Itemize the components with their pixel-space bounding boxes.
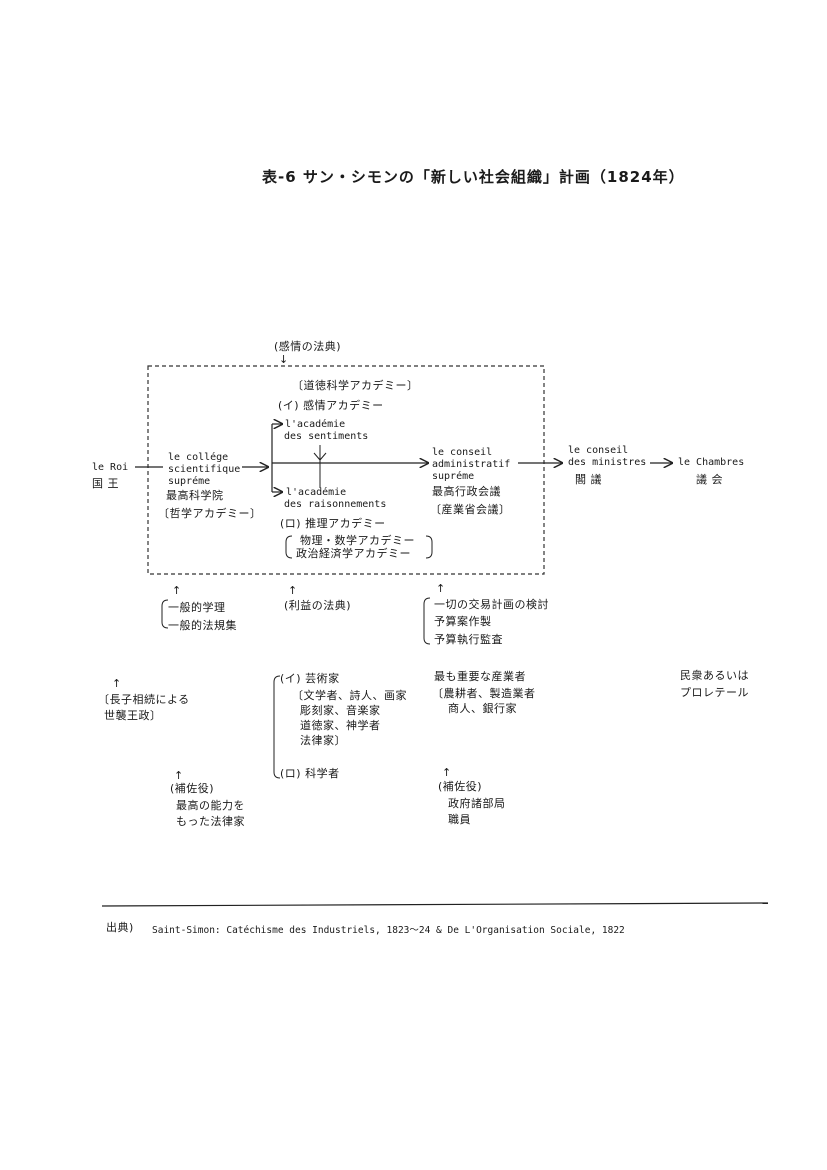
admin-duty-1: 一切の交易計画の検討: [434, 598, 549, 611]
admin-duties-bracket: [423, 597, 431, 645]
interest-code-arrow: ↑: [288, 584, 298, 597]
college-duty-2: 一般的法規集: [168, 619, 237, 632]
industrialists-members-2: 商人、銀行家: [448, 702, 517, 715]
admin-assistant-desc-1: 政府諸部局: [448, 797, 506, 810]
king-assistant-arrow: ↑: [174, 769, 184, 782]
artists-label: (イ) 芸術家: [280, 672, 340, 685]
king-assistant-desc-2: もった法律家: [176, 815, 245, 828]
king-jp: 国 王: [92, 477, 119, 490]
sentiment-code-label: (感情の法典): [274, 340, 342, 353]
king-fr: le Roi: [92, 462, 129, 473]
college-fr-1: le collége: [168, 452, 229, 463]
king-assistant-label: (補佐役): [170, 782, 215, 795]
college-jp: 最高科学院: [166, 489, 224, 502]
artists-members-3: 道徳家、神学者: [300, 719, 381, 732]
admin-council-fr-3: supréme: [432, 471, 475, 482]
sentiment-academy-jp: (イ) 感情アカデミー: [278, 399, 384, 412]
reason-sub-bracket-left: [285, 535, 293, 559]
parliament-boundary: [147, 365, 545, 575]
junction-fork-right: [319, 452, 327, 461]
reason-sub-bracket-right: [425, 535, 433, 559]
moral-academy-label: 〔道徳科学アカデミー〕: [292, 379, 419, 392]
college-fr-2: scientifique: [168, 464, 241, 475]
ministers-council-fr-2: des ministres: [568, 457, 647, 468]
college-duties-bracket: [161, 599, 169, 629]
college-fr-3: supréme: [168, 476, 211, 487]
king-basis-1: 〔長子相続による: [98, 693, 190, 706]
artists-members-4: 法律家〕: [300, 734, 346, 747]
artists-bracket: [273, 675, 281, 779]
admin-assistant-arrow: ↑: [442, 766, 452, 779]
reason-academy-fr-1: l'académie: [286, 487, 347, 498]
king-basis-2: 世襲王政〕: [104, 709, 162, 722]
populace-line-1: 民衆あるいは: [680, 669, 749, 682]
admin-council-fr-1: le conseil: [432, 447, 493, 458]
source-label: 出典): [106, 921, 134, 934]
source-rule: [101, 902, 769, 907]
admin-assistant-label: (補佐役): [438, 780, 483, 793]
political-economy-academy: 政治経済学アカデミー: [296, 547, 411, 560]
admin-council-jp: 最高行政会議: [432, 485, 501, 498]
ministers-council-fr-1: le conseil: [568, 445, 629, 456]
admin-duty-3: 予算執行監査: [434, 633, 503, 646]
king-basis-arrow: ↑: [112, 677, 122, 690]
figure-title: 表-6 サン・シモンの「新しい社会組織」計画（1824年）: [262, 168, 685, 186]
chambers-jp: 議 会: [696, 473, 723, 486]
college-duties-arrow: ↑: [172, 584, 182, 597]
admin-duty-2: 予算案作製: [434, 615, 492, 628]
junction-fork-left: [313, 452, 321, 461]
ministers-council-jp: 閣 議: [575, 473, 602, 486]
chambers-fr: le Chambres: [678, 457, 745, 468]
reason-academy-jp: (ロ) 推理アカデミー: [280, 517, 386, 530]
sentiment-code-arrow: ↓: [279, 353, 289, 366]
admin-duties-arrow: ↑: [436, 582, 446, 595]
populace-line-2: プロレテール: [680, 686, 749, 699]
source-text: Saint-Simon: Catéchisme des Industriels,…: [152, 925, 625, 936]
interest-code-label: (利益の法典): [284, 599, 352, 612]
admin-council-fr-2: administratif: [432, 459, 511, 470]
industrialists-label: 最も重要な産業者: [434, 670, 526, 683]
physics-math-academy: 物理・数学アカデミー: [300, 534, 415, 547]
college-note: 〔哲学アカデミー〕: [158, 507, 262, 520]
artists-members-1: 〔文学者、詩人、画家: [292, 689, 407, 702]
reason-academy-fr-2: des raisonnements: [284, 499, 387, 510]
college-duty-1: 一般的学理: [168, 601, 226, 614]
scientists-label: (ロ) 科学者: [280, 767, 340, 780]
admin-council-note: 〔産業省会議〕: [430, 503, 511, 516]
king-assistant-desc-1: 最高の能力を: [176, 799, 245, 812]
sentiment-academy-fr-1: l'académie: [285, 419, 346, 430]
admin-assistant-desc-2: 職員: [448, 813, 471, 826]
sentiment-academy-fr-2: des sentiments: [284, 431, 369, 442]
industrialists-members-1: 〔農耕者、製造業者: [432, 687, 536, 700]
artists-members-2: 彫刻家、音楽家: [300, 704, 381, 717]
